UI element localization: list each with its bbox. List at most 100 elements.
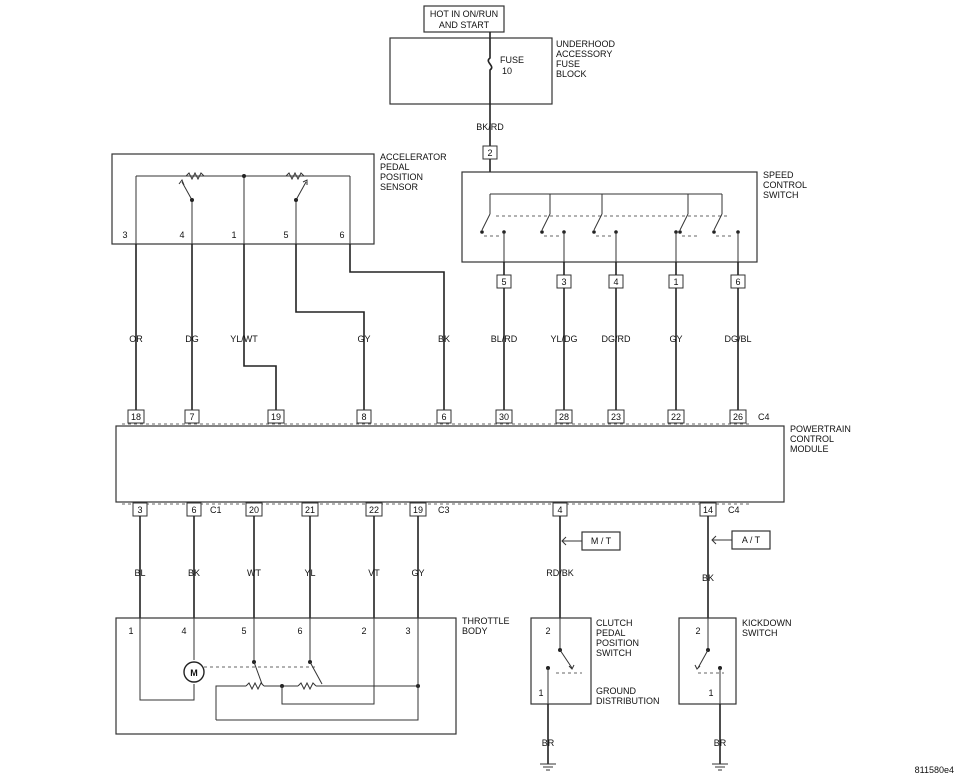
kickdown-ground-wire: BR — [714, 738, 727, 748]
pcm-pin-19-text: 19 — [271, 412, 281, 422]
clutch-pin-2: 2 — [545, 626, 550, 636]
pcm-pin-7 — [184, 409, 200, 424]
pcm-pin-28-text: 28 — [559, 412, 569, 422]
wire-color-yl: YL — [304, 568, 315, 578]
pcm-pin-20-text: 20 — [249, 505, 259, 515]
throttle-box — [115, 617, 457, 735]
pcm-pin-6-top — [436, 409, 452, 424]
kickdown-pin-1: 1 — [708, 688, 713, 698]
apps-internal — [135, 171, 351, 244]
pcm-pin-22-top — [667, 409, 685, 424]
throttle-pin-4: 4 — [181, 626, 186, 636]
hot-label-line2: AND START — [439, 20, 490, 30]
pcm-pin-30-text: 30 — [499, 412, 509, 422]
apps-pin-6: 6 — [339, 230, 344, 240]
fuse-wire-color: BK/RD — [476, 122, 504, 132]
pcm-pin-14-text: 14 — [703, 505, 713, 515]
apps-label-4: SENSOR — [380, 182, 419, 192]
apps-label-1: ACCELERATOR — [380, 152, 447, 162]
speed-switch-box — [461, 171, 758, 263]
wire-color-bl-rd: BL/RD — [491, 334, 518, 344]
bottom-wires — [139, 516, 709, 618]
fuse-symbol — [487, 38, 493, 104]
wire-color-dg-bl: DG/BL — [724, 334, 751, 344]
clutch-label-4: SWITCH — [596, 648, 632, 658]
apps-pin-4: 4 — [179, 230, 184, 240]
pcm-top-connector: C4 — [758, 412, 770, 422]
clutch-label-1: CLUTCH — [596, 618, 633, 628]
pcm-pin-23-text: 23 — [611, 412, 621, 422]
hot-label-box — [423, 5, 505, 33]
speed-switch-pin-6-text: 6 — [735, 277, 740, 287]
pcm-pin-19 — [267, 409, 285, 424]
clutch-ground-wire: BR — [542, 738, 555, 748]
wire-color-dg: DG — [185, 334, 199, 344]
top-wires — [135, 244, 739, 410]
wire-color-wt: WT — [247, 568, 261, 578]
wire-color-bl: BL — [134, 568, 145, 578]
pcm-pin-4-text: 4 — [557, 505, 562, 515]
pcm-top-pins: 18 7 19 8 6 30 28 23 22 26 — [127, 409, 747, 424]
wire-color-yl-dg: YL/DG — [550, 334, 577, 344]
throttle-pin-1: 1 — [128, 626, 133, 636]
pcm-label-3: MODULE — [790, 444, 829, 454]
throttle-pin-3: 3 — [405, 626, 410, 636]
clutch-ground-label-1: GROUND — [596, 686, 636, 696]
kickdown-pin-2: 2 — [695, 626, 700, 636]
wire-color-gy-2: GY — [669, 334, 682, 344]
speed-switch-pin-1-text: 1 — [673, 277, 678, 287]
apps-pin-5: 5 — [283, 230, 288, 240]
clutch-ground-label-2: DISTRIBUTION — [596, 696, 660, 706]
clutch-internal — [546, 618, 582, 704]
pcm-pin-23 — [607, 409, 625, 424]
fuse-block-label-1: UNDERHOOD — [556, 39, 616, 49]
speed-switch-internal — [480, 193, 740, 262]
figure-code: 811580e4 — [915, 765, 954, 775]
top-wire-colors: OR DG YL/WT GY BK BL/RD YL/DG DG/RD GY D… — [129, 334, 751, 344]
speed-switch-pin-4-text: 4 — [613, 277, 618, 287]
mt-tag: M / T — [561, 531, 621, 551]
pcm-pin-6-bottom-text: 6 — [191, 505, 196, 515]
wire-color-bk-3: BK — [702, 573, 714, 583]
pcm-pin-21-text: 21 — [305, 505, 315, 515]
pcm-pin-30 — [495, 409, 513, 424]
kickdown-internal — [694, 618, 724, 704]
at-tag: A / T — [711, 530, 771, 550]
pcm-pin-22-top-text: 22 — [671, 412, 681, 422]
apps-pin-1: 1 — [231, 230, 236, 240]
kickdown-label-2: SWITCH — [742, 628, 778, 638]
apps-label-3: POSITION — [380, 172, 423, 182]
throttle-internal: M — [139, 618, 420, 721]
wire-color-or: OR — [129, 334, 143, 344]
throttle-label-1: THROTTLE — [462, 616, 510, 626]
pcm-connector-c4-bottom: C4 — [728, 505, 740, 515]
pcm-pin-8 — [356, 409, 372, 424]
speed-switch-pin-3-text: 3 — [561, 277, 566, 287]
throttle-label-2: BODY — [462, 626, 488, 636]
pcm-pin-26-text: 26 — [733, 412, 743, 422]
wire-color-bk-1: BK — [438, 334, 450, 344]
throttle-pin-2: 2 — [361, 626, 366, 636]
clutch-pin-1: 1 — [538, 688, 543, 698]
clutch-switch-box — [530, 617, 592, 705]
hot-label-line1: HOT IN ON/RUN — [430, 9, 498, 19]
fuse-block-label-3: FUSE — [556, 59, 580, 69]
speed-switch-pin-2-text: 2 — [487, 148, 492, 158]
fuse-block-box — [389, 37, 553, 105]
pcm-pin-22-bottom-text: 22 — [369, 505, 379, 515]
throttle-pin-5: 5 — [241, 626, 246, 636]
pcm-pin-18-text: 18 — [131, 412, 141, 422]
pcm-pin-26 — [729, 409, 747, 424]
pcm-pin-19-bottom-text: 19 — [413, 505, 423, 515]
pcm-pin-6-top-text: 6 — [441, 412, 446, 422]
apps-pin-3: 3 — [122, 230, 127, 240]
clutch-label-3: POSITION — [596, 638, 639, 648]
fuse-block-label-4: BLOCK — [556, 69, 587, 79]
pcm-label-1: POWERTRAIN — [790, 424, 851, 434]
pcm-box — [115, 425, 785, 503]
wire-color-gy-1: GY — [357, 334, 370, 344]
kickdown-label-1: KICKDOWN — [742, 618, 792, 628]
wire-color-dg-rd: DG/RD — [602, 334, 632, 344]
pcm-label-2: CONTROL — [790, 434, 834, 444]
